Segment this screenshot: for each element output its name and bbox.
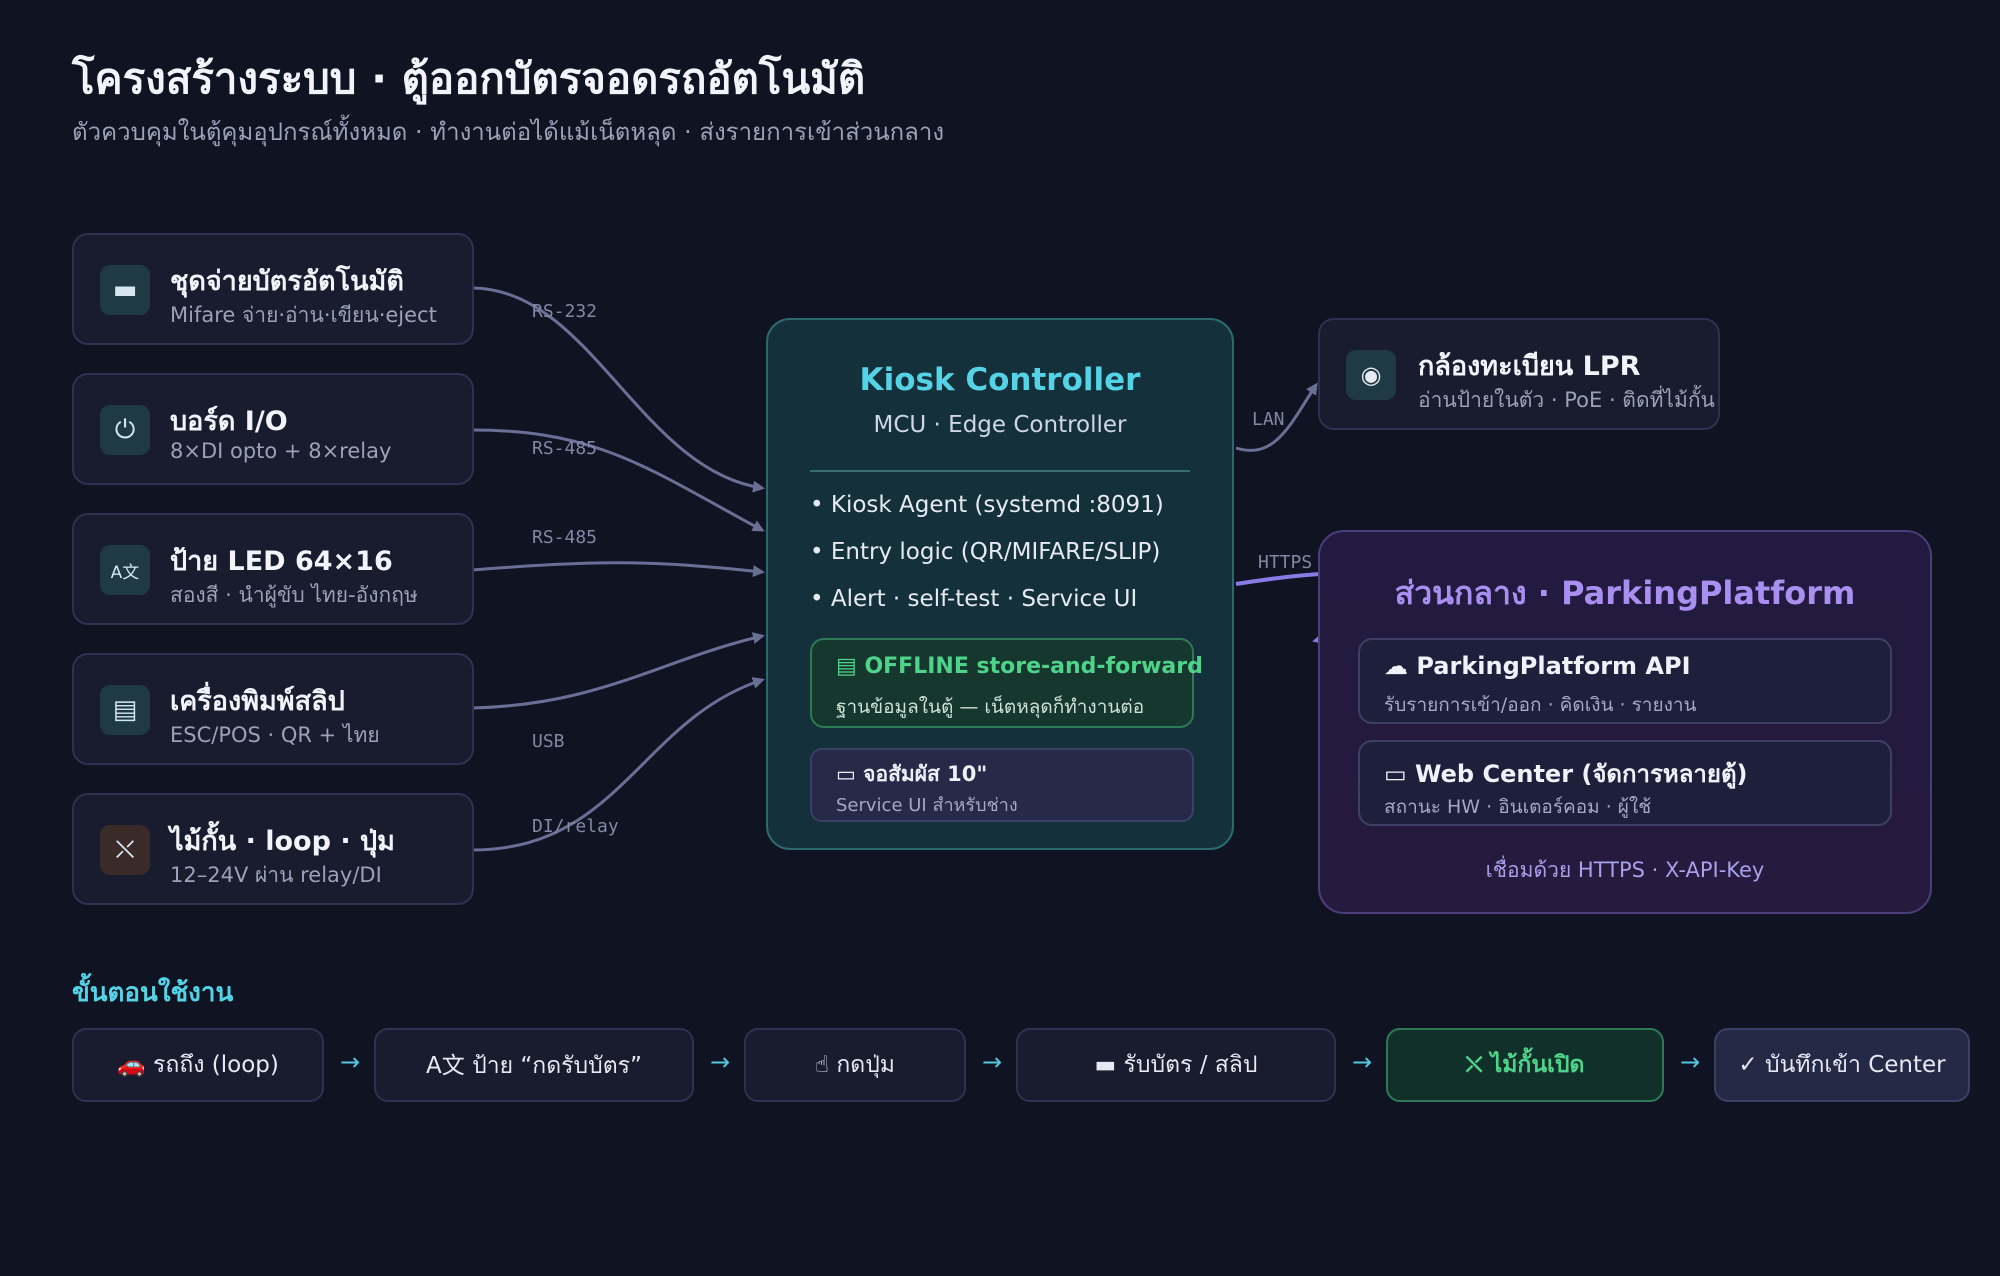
arrow-icon: → [710, 1048, 731, 1076]
step-barrier-open: ⛌ ไม้กั้นเปิด [1386, 1028, 1664, 1102]
divider [810, 470, 1190, 472]
device-desc: สองสี · นำผู้ขับ ไทย-อังกฤษ [170, 583, 418, 607]
link-label-usb: USB [532, 731, 565, 752]
link-label-di-relay: DI/relay [532, 816, 619, 837]
arrow-icon: → [982, 1048, 1003, 1076]
device-desc: Mifare จ่าย·อ่าน·เขียน·eject [170, 303, 437, 327]
page-subtitle: ตัวควบคุมในตู้คุมอุปกรณ์ทั้งหมด · ทำงานต… [72, 118, 945, 146]
offline-title: ▤ OFFLINE store-and-forward [836, 654, 1203, 679]
save-disk-icon: ▤ [836, 654, 865, 679]
device-name: เครื่องพิมพ์สลิป [170, 686, 345, 717]
link-label-rs232: RS-232 [532, 301, 598, 322]
central-footer: เชื่อมด้วย HTTPS · X-API-Key [1485, 858, 1765, 882]
device-card-io-board: ⏻ บอร์ด I/O 8×DI opto + 8×relay [72, 373, 474, 485]
translate-sign-icon: A文 [100, 545, 150, 595]
device-name: บอร์ด I/O [170, 406, 288, 437]
api-subtitle: รับรายการเข้า/ออก · คิดเงิน · รายงาน [1384, 694, 1697, 716]
touchscreen-subtitle: Service UI สำหรับช่าง [836, 795, 1018, 816]
device-desc: 8×DI opto + 8×relay [170, 439, 392, 463]
device-name: ชุดจ่ายบัตรอัตโนมัติ [170, 266, 404, 297]
wire-led-sign [471, 561, 765, 578]
controller-subtitle: MCU · Edge Controller [873, 412, 1127, 438]
controller-title: Kiosk Controller [859, 362, 1141, 398]
device-card-printer: ▤ เครื่องพิมพ์สลิป ESC/POS · QR + ไทย [72, 653, 474, 765]
link-label-rs485-io: RS-485 [532, 438, 598, 459]
step-record-center: ✓ บันทึกเข้า Center [1714, 1028, 1970, 1102]
wire-dispenser [471, 286, 765, 493]
step-car-arrives: 🚗 รถถึง (loop) [72, 1028, 324, 1102]
steps-title: ขั้นตอนใช้งาน [72, 978, 234, 1008]
device-desc: ESC/POS · QR + ไทย [170, 723, 380, 747]
page-title: โครงสร้างระบบ · ตู้ออกบัตรจอดรถอัตโนมัติ [72, 54, 866, 103]
wire-io-board [471, 428, 765, 532]
arrow-icon: → [1680, 1048, 1701, 1076]
device-card-led-sign: A文 ป้าย LED 64×16 สองสี · นำผู้ขับ ไทย-อ… [72, 513, 474, 625]
device-desc: 12–24V ผ่าน relay/DI [170, 863, 382, 887]
device-card-barrier: ⛌ ไม้กั้น · loop · ปุ่ม 12–24V ผ่าน rela… [72, 793, 474, 905]
device-name: ไม้กั้น · loop · ปุ่ม [170, 826, 395, 857]
api-title: ☁ ParkingPlatform API [1384, 652, 1691, 680]
controller-bullet: • Entry logic (QR/MIFARE/SLIP) [810, 539, 1161, 565]
arrow-icon: → [1352, 1048, 1373, 1076]
central-title: ส่วนกลาง · ParkingPlatform [1394, 574, 1856, 612]
lpr-desc: อ่านป้ายในตัว · PoE · ติดที่ไม้กั้น [1418, 388, 1715, 412]
arrow-icon: → [340, 1048, 361, 1076]
step-press-button: ☝ กดปุ่ม [744, 1028, 966, 1102]
camera-icon: ◉ [1346, 350, 1396, 400]
monitor-icon: ▭ [836, 762, 864, 786]
step-sign: A文 ป้าย “กดรับบัตร” [374, 1028, 694, 1102]
offline-subtitle: ฐานข้อมูลในตู้ — เน็ตหลุดก็ทำงานต่อ [836, 696, 1145, 718]
receipt-printer-icon: ▤ [100, 685, 150, 735]
device-name: ป้าย LED 64×16 [170, 546, 393, 577]
link-label-lan: LAN [1252, 409, 1285, 430]
card-icon: ▬ [100, 265, 150, 315]
wire-barrier [471, 677, 765, 852]
web-center-subtitle: สถานะ HW · อินเตอร์คอม · ผู้ใช้ [1384, 796, 1652, 818]
link-label-https: HTTPS [1258, 552, 1313, 573]
touchscreen-title: ▭ จอสัมผัส 10" [836, 762, 988, 786]
plug-icon: ⏻ [100, 405, 150, 455]
step-receive-card: ▬ รับบัตร / สลิป [1016, 1028, 1336, 1102]
web-center-panel: ▭ Web Center (จัดการหลายตู้) สถานะ HW · … [1358, 740, 1892, 826]
api-panel: ☁ ParkingPlatform API รับรายการเข้า/ออก … [1358, 638, 1892, 724]
controller-bullet: • Alert · self-test · Service UI [810, 586, 1138, 612]
offline-store-panel: ▤ OFFLINE store-and-forward ฐานข้อมูลในต… [810, 638, 1203, 728]
wire-lpr [1235, 382, 1318, 452]
desktop-icon: ▭ [1384, 760, 1416, 788]
central-platform: ส่วนกลาง · ParkingPlatform ☁ ParkingPlat… [1318, 530, 1932, 914]
link-label-rs485-led: RS-485 [532, 527, 598, 548]
lpr-camera-card: ◉ กล้องทะเบียน LPR อ่านป้ายในตัว · PoE ·… [1318, 318, 1720, 430]
barrier-icon: ⛌ [100, 825, 150, 875]
cloud-icon: ☁ [1384, 652, 1417, 680]
lpr-name: กล้องทะเบียน LPR [1418, 351, 1641, 382]
web-center-title: ▭ Web Center (จัดการหลายตู้) [1384, 760, 1748, 788]
device-card-dispenser: ▬ ชุดจ่ายบัตรอัตโนมัติ Mifare จ่าย·อ่าน·… [72, 233, 474, 345]
kiosk-controller: Kiosk Controller MCU · Edge Controller •… [766, 318, 1234, 850]
touchscreen-panel: ▭ จอสัมผัส 10" Service UI สำหรับช่าง [810, 748, 1194, 822]
wire-printer [471, 632, 765, 710]
controller-bullet: • Kiosk Agent (systemd :8091) [810, 492, 1164, 518]
